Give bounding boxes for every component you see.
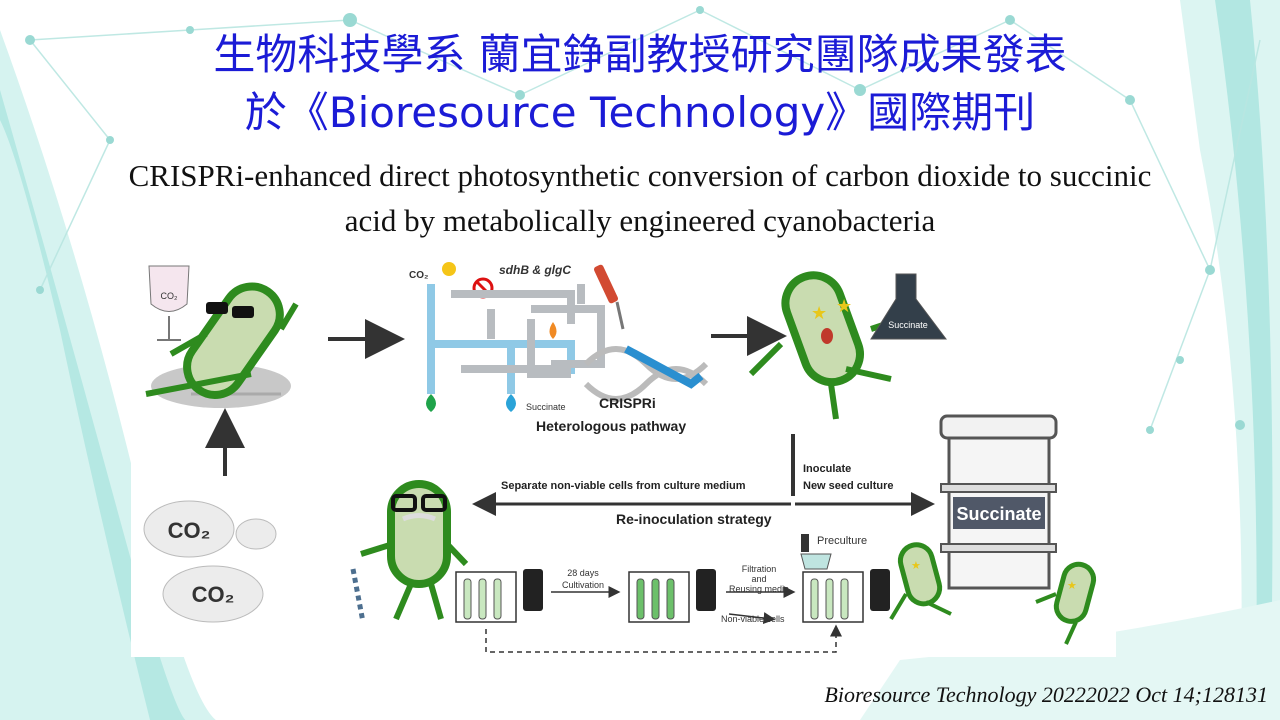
cultivation-days-label: 28 days [567,568,599,578]
flask-label: Succinate [888,320,928,330]
preculture-label: Preculture [817,535,867,547]
reinoculation-label: Re-inoculation strategy [616,511,772,527]
svg-text:★: ★ [1067,580,1077,592]
pipe-pathway: CO₂ sdhB & glgC Succinate CRISPRi Hetero… [409,262,709,434]
paper-title-line2: acid by metabolically engineered cyanoba… [344,203,936,238]
pathway-label: Heterologous pathway [536,418,686,434]
succinate-barrel: Succinate [939,414,1058,590]
crispri-label: CRISPRi [599,395,656,411]
co2-cloud-2-label: CO₂ [192,582,235,607]
culture-racks: 28 days Cultivation Filtration and Reusi… [455,534,890,653]
relaxing-cell-illustration [145,282,299,408]
svg-text:★: ★ [811,303,827,323]
happy-cell-illustration: ★ ★ Succinate [748,271,947,420]
barrel-label: Succinate [956,504,1041,524]
inoculate-label: Inoculate [803,463,851,475]
co2-cloud-1-label: CO₂ [168,518,211,543]
genes-label: sdhB & glgC [499,263,571,277]
nonviable-label: Non-viable cells [721,614,785,624]
filtration-line3: Reusing media [729,584,789,594]
slide-title-line2: 於《Bioresource Technology》國際期刊 [244,88,1036,137]
slide-title-line1: 生物科技學系 蘭宜錚副教授研究團隊成果發表 [213,30,1067,79]
separate-label: Separate non-viable cells from culture m… [501,480,746,492]
cultivation-label: Cultivation [562,580,604,590]
pipe-co2-label: CO₂ [409,270,428,281]
paper-title-line1: CRISPRi-enhanced direct photosynthetic c… [128,158,1152,193]
small-happy-cells: ★ ★ [889,542,1097,645]
glass-co2-label: CO₂ [161,291,179,301]
citation: Bioresource Technology 20222022 Oct 14;1… [824,682,1268,707]
co2-clouds: CO₂ CO₂ [143,500,277,623]
wine-glass: CO₂ [148,265,190,341]
graphical-abstract: CO₂ CO₂ CO₂ CO₂ sdhB & glgC Succinate [131,244,1116,657]
svg-text:★: ★ [836,296,852,316]
filtration-line2: and [751,574,766,584]
old-cell-illustration [350,480,469,623]
succinate-drop-label: Succinate [526,402,566,412]
svg-text:★: ★ [911,560,921,572]
new-seed-label: New seed culture [803,480,893,492]
filtration-line1: Filtration [742,564,777,574]
